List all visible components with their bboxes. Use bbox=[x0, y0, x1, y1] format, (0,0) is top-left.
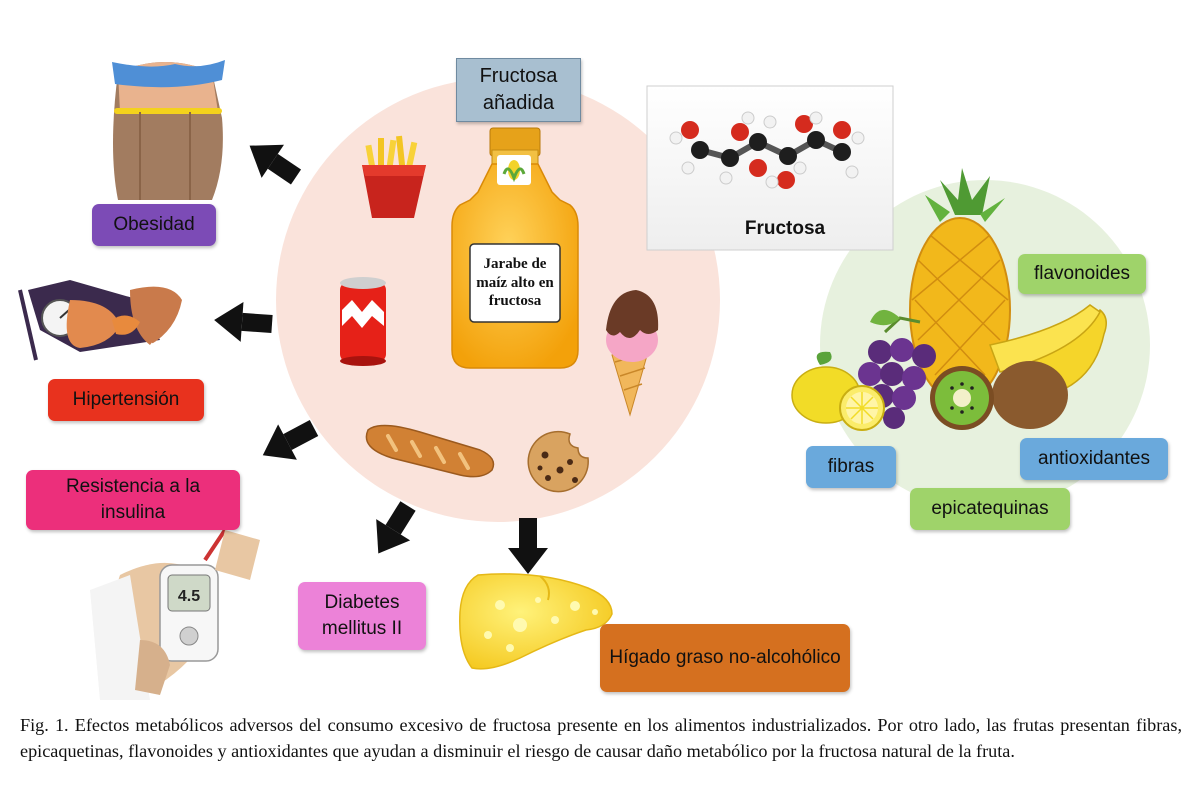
arrow-to-hypertension bbox=[214, 301, 273, 342]
cookie-icon bbox=[527, 430, 589, 493]
bread-icon bbox=[365, 424, 495, 478]
antioxidants-label: antioxidantes bbox=[1020, 438, 1168, 480]
syrup-bottle-icon bbox=[451, 127, 579, 369]
fibers-label: fibras bbox=[806, 446, 896, 488]
arrow-to-obesity bbox=[249, 144, 302, 185]
arrow-to-fatty-liver bbox=[508, 518, 548, 574]
arrow-to-insulin-resistance bbox=[262, 420, 319, 460]
glucometer-reading: 4.5 bbox=[178, 588, 200, 605]
diagram-canvas: 4.5 Jarabe de maíz alto en fructosa bbox=[18, 60, 1150, 700]
lemon-icon bbox=[791, 351, 885, 431]
flavonoids-label: flavonoides bbox=[1018, 254, 1146, 294]
obesity-icon bbox=[112, 60, 225, 200]
obesity-label: Obesidad bbox=[92, 204, 216, 246]
diagram: 4.5 Jarabe de maíz alto en fructosa bbox=[18, 58, 1168, 700]
blood-pressure-icon bbox=[18, 280, 192, 378]
epicatechins-label: epicatequinas bbox=[910, 488, 1070, 530]
figure-caption: Fig. 1. Efectos metabólicos adversos del… bbox=[20, 715, 1182, 761]
hypertension-label: Hipertensión bbox=[48, 379, 204, 421]
diabetes-label: Diabetes mellitus II bbox=[298, 582, 426, 650]
kiwi-icon bbox=[930, 361, 1068, 430]
fructose-molecule-label: Fructosa bbox=[745, 218, 826, 239]
syrup-label-holder: Jarabe de maíz alto en fructosa bbox=[476, 255, 554, 310]
arrow-to-diabetes bbox=[376, 501, 416, 554]
fatty-liver-label: Hígado graso no-alcohólico bbox=[600, 624, 850, 692]
liver-icon bbox=[459, 573, 613, 670]
fructose-molecule-icon bbox=[669, 111, 865, 189]
soda-can-icon bbox=[340, 277, 386, 366]
glucometer-icon bbox=[90, 528, 260, 700]
syrup-label: Jarabe de maíz alto en fructosa bbox=[476, 255, 554, 310]
ice-cream-icon bbox=[606, 290, 659, 417]
insulin-resistance-label: Resistencia a la insulina bbox=[26, 470, 240, 530]
fries-icon bbox=[362, 135, 426, 218]
added-fructose-box: Fructosa añadida bbox=[456, 58, 581, 122]
